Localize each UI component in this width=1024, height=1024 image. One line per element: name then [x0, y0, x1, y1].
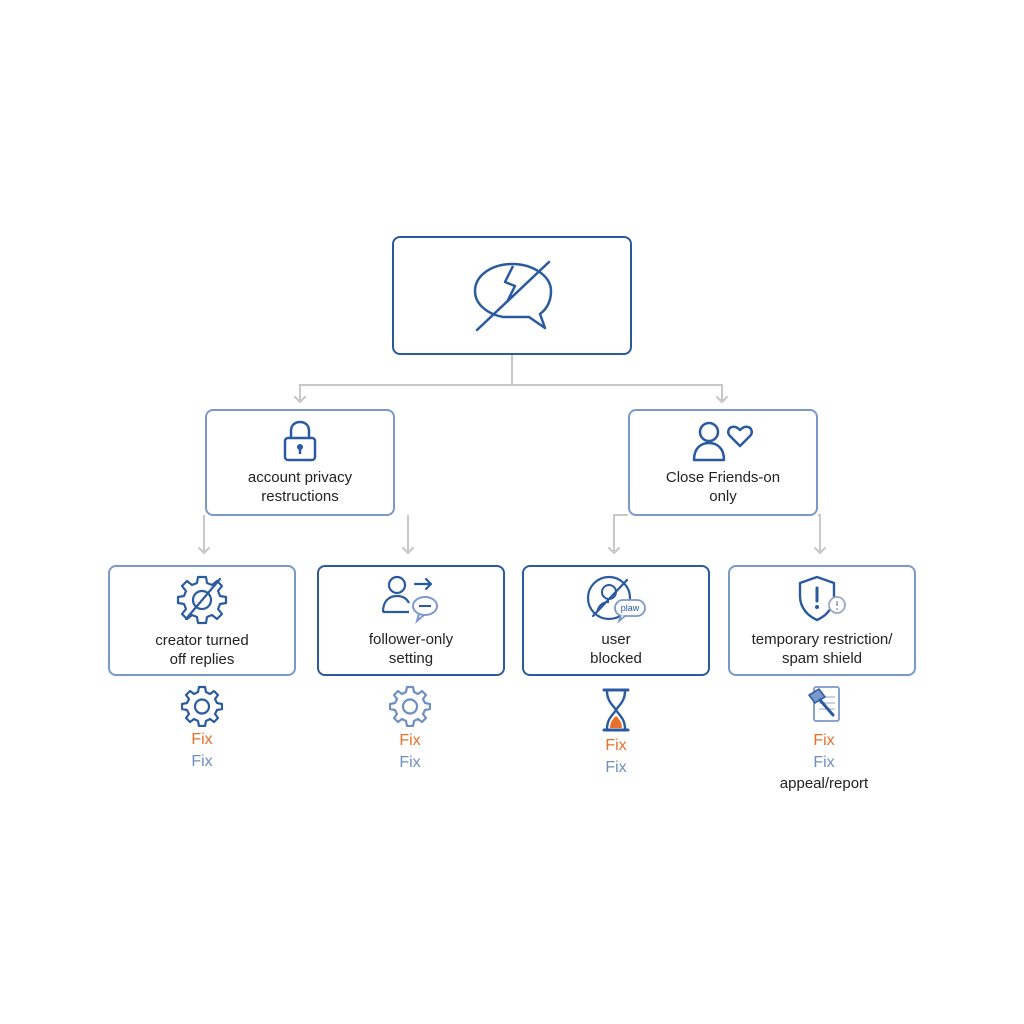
fix-label-secondary: Fix	[813, 754, 835, 771]
node-label: creator turned off replies	[155, 631, 249, 668]
gavel-document-icon	[808, 686, 840, 722]
padlock-icon	[283, 420, 317, 461]
fix-label-primary: Fix	[191, 731, 213, 748]
person-arrow-chat-icon	[381, 575, 438, 624]
node-user-blocked: plaw user blocked	[522, 565, 710, 676]
fix-label-primary: Fix	[605, 737, 627, 754]
node-label: user blocked	[590, 630, 642, 667]
fix-label-secondary: Fix	[399, 754, 421, 771]
fix-label-secondary: Fix	[605, 759, 627, 776]
node-label: Close Friends-on only	[665, 468, 781, 505]
node-follower-only: follower-only setting	[317, 565, 505, 676]
node-label: follower-only setting	[368, 630, 454, 667]
shield-alert-icon	[798, 575, 846, 621]
broken-chat-bubble-icon	[473, 260, 553, 331]
fix-label-appeal: appeal/report	[779, 775, 869, 792]
hourglass-icon	[602, 688, 630, 732]
gear-icon	[181, 685, 223, 727]
fix-label-primary: Fix	[399, 732, 421, 749]
fix-group-creator-replies: Fix Fix	[132, 685, 272, 773]
node-close-friends: Close Friends-on only	[628, 409, 818, 516]
gear-slash-icon	[176, 575, 228, 624]
node-creator-replies: creator turned off replies	[108, 565, 296, 676]
connector-root-right	[512, 384, 729, 404]
node-label: account privacy restructions	[247, 468, 353, 505]
fix-label-primary: Fix	[813, 732, 835, 749]
connector-root-left	[293, 384, 512, 404]
fix-group-temp-restriction: Fix Fix appeal/report	[754, 685, 894, 794]
badge-text: plaw	[621, 603, 640, 613]
node-temp-restriction: temporary restriction/ spam shield	[728, 565, 916, 676]
blocked-user-icon: plaw	[586, 575, 646, 624]
node-account-privacy: account privacy restructions	[205, 409, 395, 516]
root-node	[392, 236, 632, 355]
fix-label-secondary: Fix	[191, 753, 213, 770]
fix-group-follower-only: Fix Fix	[340, 685, 480, 774]
person-heart-icon	[692, 421, 753, 461]
connector-close-right	[813, 514, 827, 555]
node-label: temporary restriction/ spam shield	[751, 630, 893, 667]
fix-group-user-blocked: Fix Fix	[546, 688, 686, 779]
gear-icon	[389, 685, 431, 727]
connector-close-left	[607, 514, 628, 555]
